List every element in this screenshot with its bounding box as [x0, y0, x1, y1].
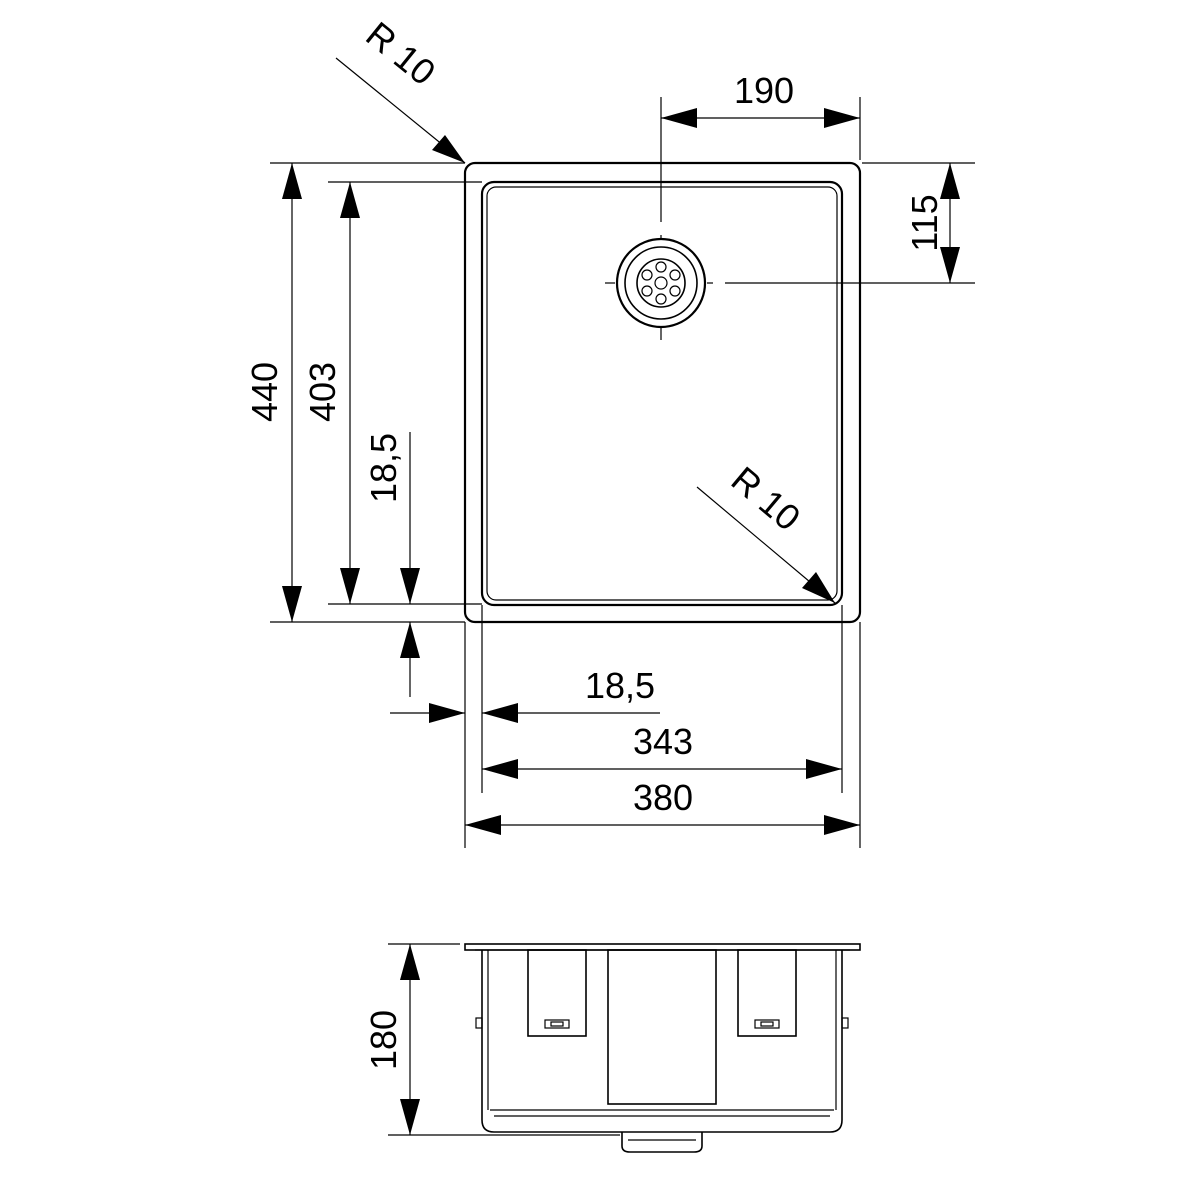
outer-flange-outline	[463, 161, 862, 624]
dimension-rim-front: 18,5	[390, 665, 660, 723]
dimension-rim-side: 18,5	[363, 432, 420, 697]
right-mounting-bracket	[737, 949, 797, 1037]
side-view: 180	[363, 943, 861, 1153]
dimension-115: 115	[862, 162, 975, 283]
inner-bowl-inner-line	[486, 186, 838, 601]
radius-top-left: R 10	[335, 13, 466, 164]
dimension-rim-front-label: 18,5	[585, 665, 655, 706]
drain-icon	[615, 237, 707, 329]
dimension-180: 180	[363, 943, 620, 1136]
side-flange	[464, 943, 861, 951]
radius-inner: R 10	[696, 458, 836, 604]
dimension-403: 403	[302, 181, 482, 605]
inner-bowl-outline	[480, 180, 844, 607]
dimension-180-label: 180	[363, 1010, 404, 1070]
dimension-343-label: 343	[633, 721, 693, 762]
dimension-190: 190	[661, 70, 861, 160]
dimension-403-label: 403	[302, 362, 343, 422]
dimension-440: 440	[244, 162, 465, 623]
side-bowl-body	[481, 950, 843, 1133]
left-mounting-bracket	[527, 949, 587, 1037]
dimension-343: 343	[482, 721, 842, 779]
center-panel	[607, 949, 717, 1105]
dimension-380-label: 380	[633, 777, 693, 818]
dimension-115-label: 115	[904, 194, 945, 251]
dimension-rim-side-label: 18,5	[363, 433, 404, 503]
radius-top-left-label: R 10	[358, 13, 443, 93]
dimension-380: 380	[465, 777, 860, 835]
dimension-190-label: 190	[734, 70, 794, 111]
drain-outlet-icon	[621, 1132, 703, 1153]
radius-inner-label: R 10	[724, 458, 809, 538]
top-view: 190 115 R 10 R 10 440	[244, 13, 975, 848]
dimension-440-label: 440	[244, 362, 285, 422]
